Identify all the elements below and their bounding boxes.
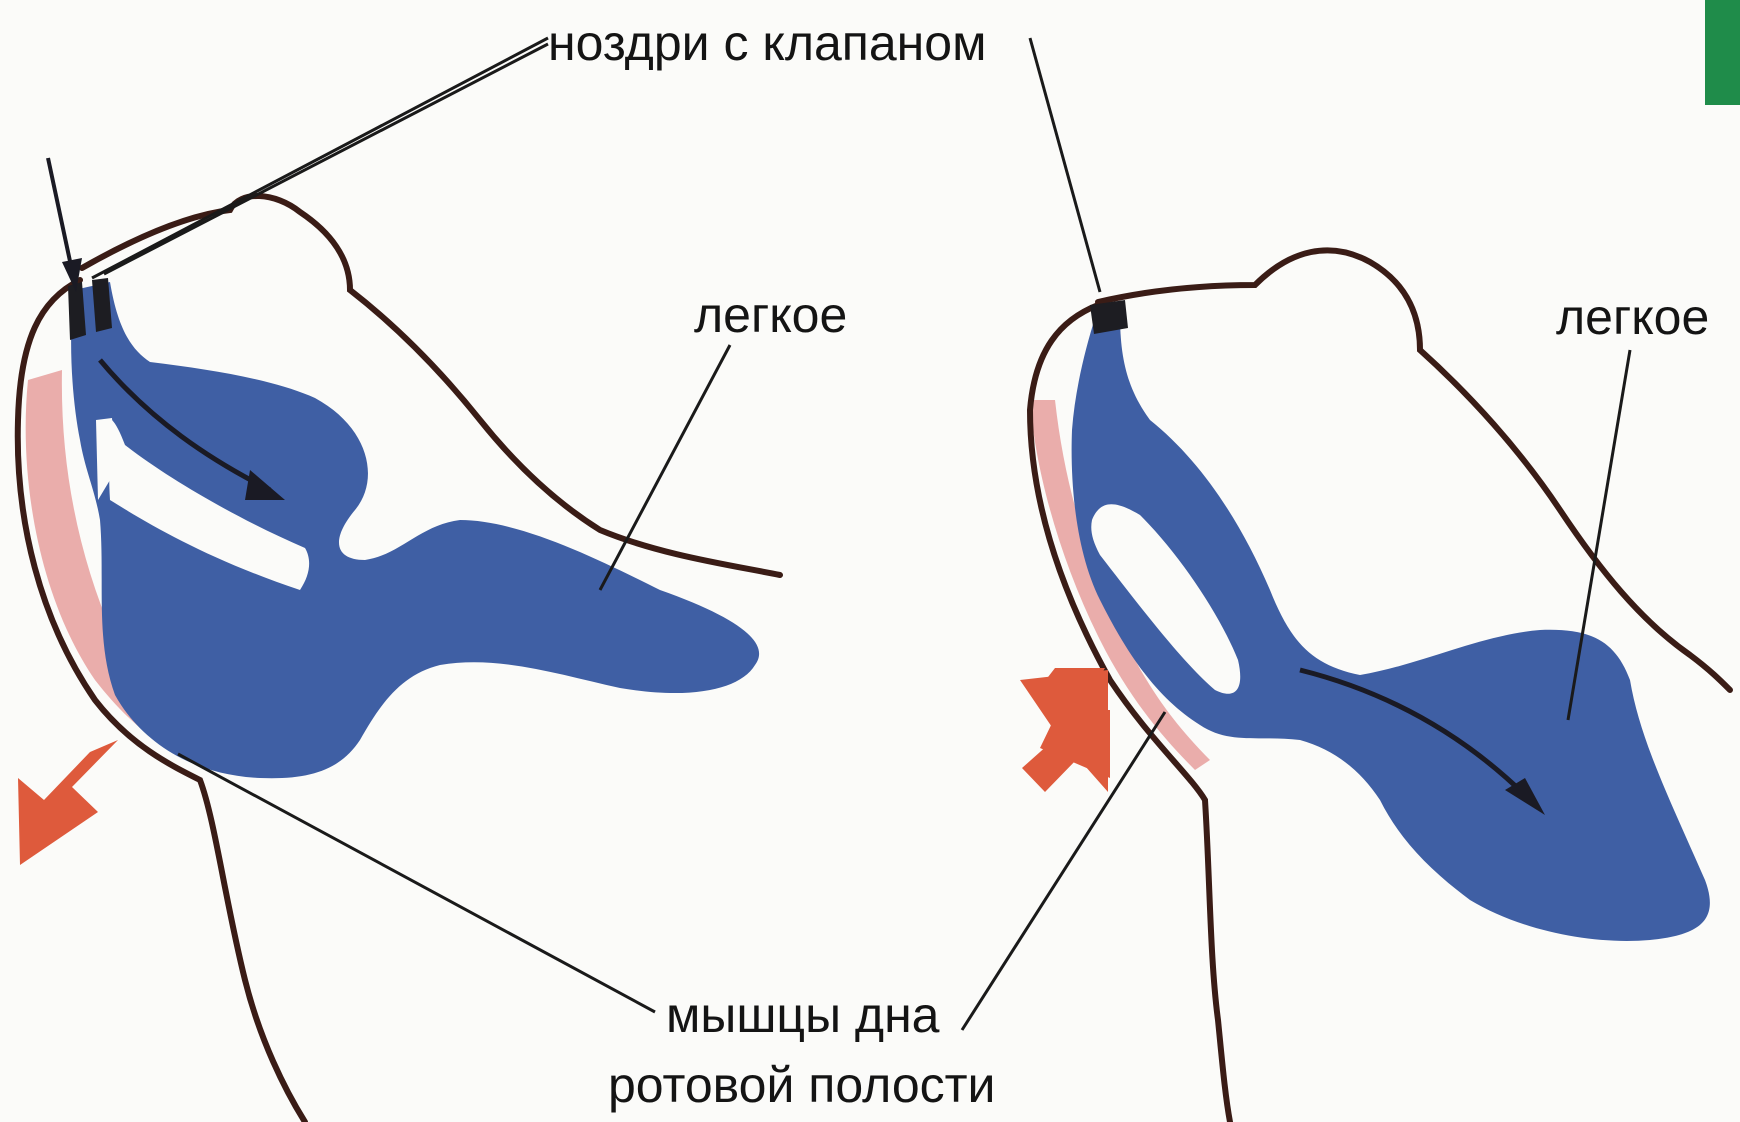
label-lung-right: легкое	[1556, 292, 1709, 342]
leader-nostrils-left-a	[92, 38, 548, 278]
leader-muscles-left	[178, 754, 655, 1012]
leader-nostrils-left-b	[104, 44, 548, 274]
nostril-valve-right	[1090, 300, 1128, 334]
floor-up-arrow-right-body	[1020, 670, 1108, 792]
label-nostrils-with-valve: ноздри с клапаном	[548, 18, 986, 68]
corner-tab	[1705, 0, 1740, 105]
left-panel	[18, 158, 780, 1122]
label-mouth-floor-muscles-line2: ротовой полости	[608, 1060, 995, 1110]
label-mouth-floor-muscles-line1: мышцы дна	[666, 990, 940, 1040]
label-lung-left: легкое	[694, 290, 847, 340]
leader-nostrils-right	[1030, 38, 1100, 292]
floor-down-arrow-left	[18, 740, 118, 865]
